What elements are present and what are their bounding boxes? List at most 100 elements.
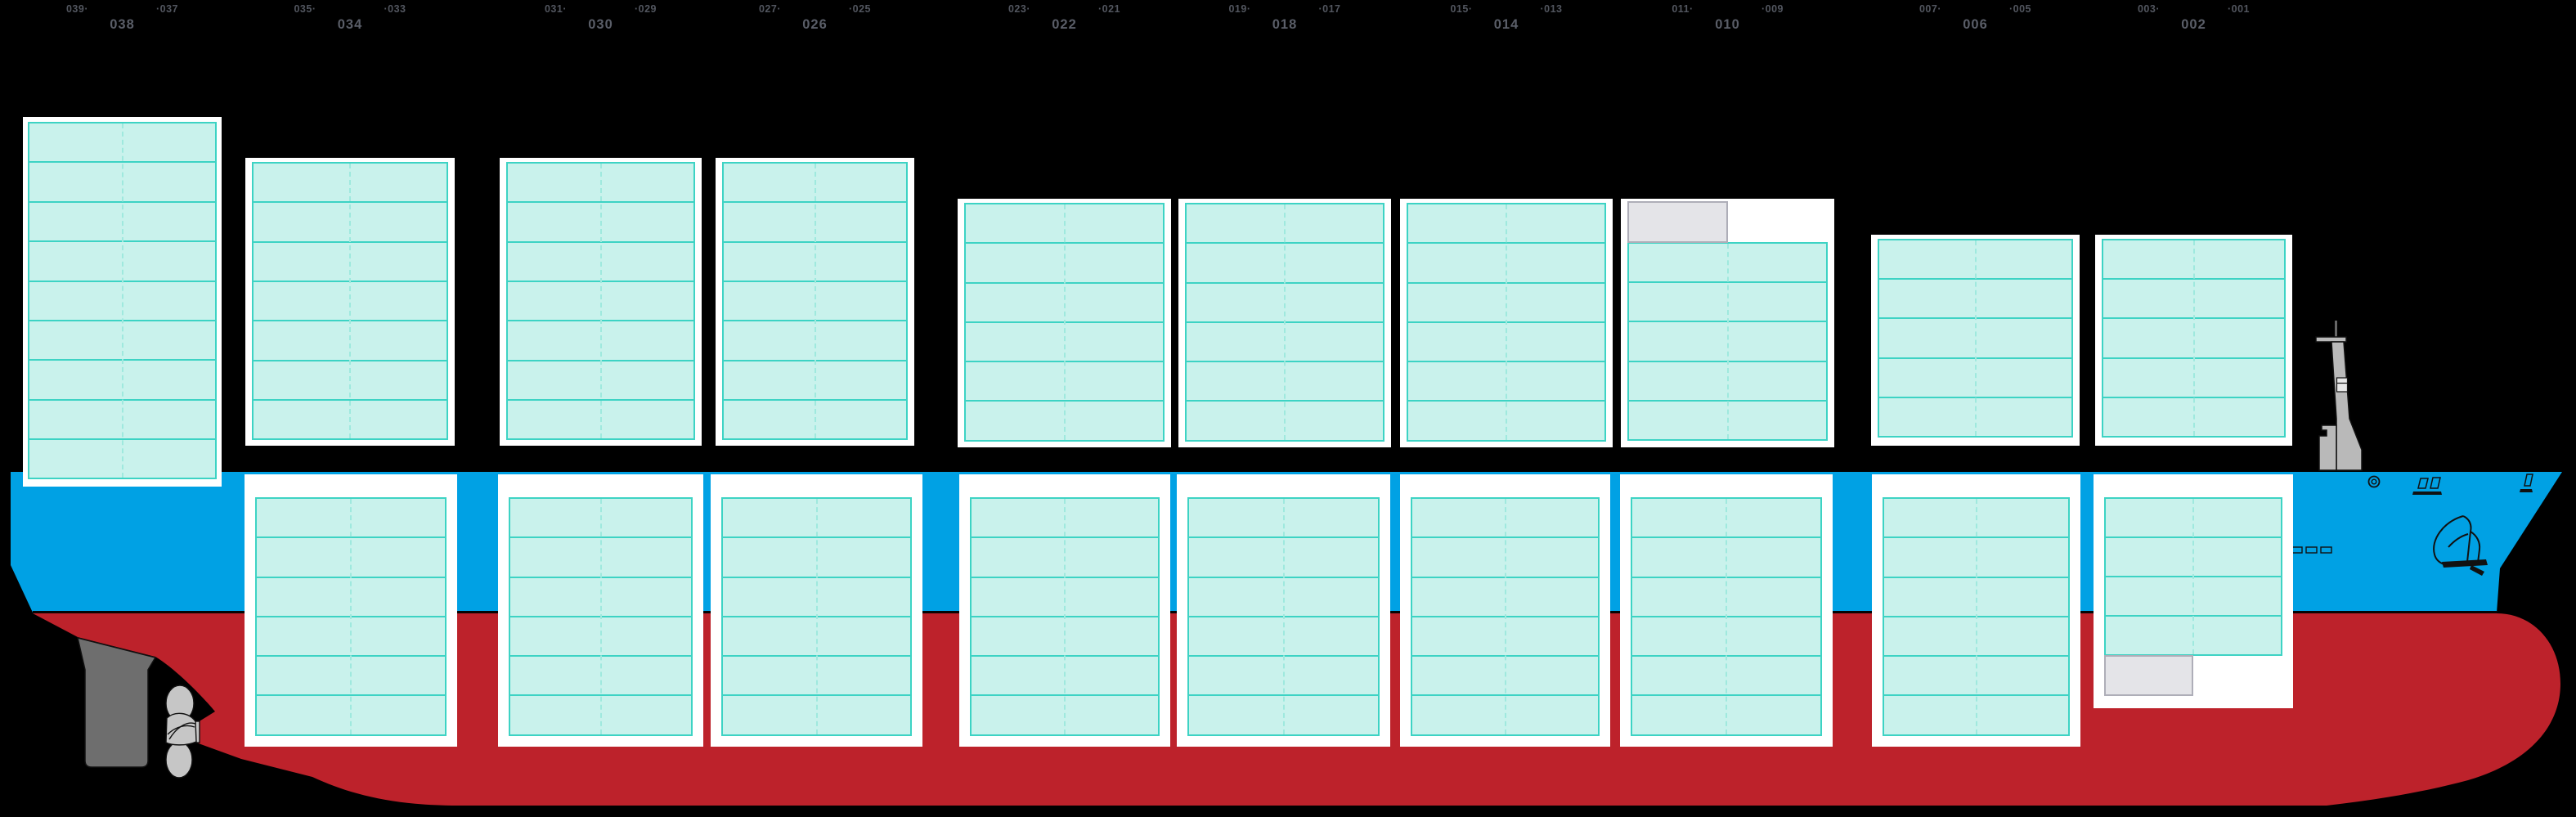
slot-row[interactable]: [723, 576, 910, 616]
slot-row[interactable]: [29, 438, 215, 478]
slot-row[interactable]: [29, 398, 215, 438]
slot-row[interactable]: [1879, 278, 2071, 318]
slot-row[interactable]: [1629, 321, 1826, 361]
slot-row[interactable]: [254, 320, 447, 360]
slot-row[interactable]: [510, 499, 691, 537]
slot-row[interactable]: [2106, 499, 2281, 537]
slot-row[interactable]: [1632, 536, 1820, 577]
slot-row[interactable]: [1884, 499, 2068, 537]
slot-row[interactable]: [1187, 242, 1383, 282]
slot-row[interactable]: [254, 398, 447, 439]
slot-row[interactable]: [1189, 499, 1378, 537]
slot-row[interactable]: [1629, 281, 1826, 321]
slot-row[interactable]: [966, 242, 1163, 282]
slot-row[interactable]: [1632, 655, 1820, 695]
slot-row[interactable]: [1632, 499, 1820, 537]
slot-row[interactable]: [29, 280, 215, 320]
occupied-container-slot[interactable]: [2104, 655, 2193, 697]
slot-row[interactable]: [1879, 317, 2071, 357]
slot-row[interactable]: [1408, 204, 1604, 243]
slot-row[interactable]: [2103, 317, 2284, 357]
slot-row[interactable]: [510, 694, 691, 734]
slot-row[interactable]: [2103, 278, 2284, 318]
slot-row[interactable]: [723, 536, 910, 577]
slot-row[interactable]: [1879, 357, 2071, 397]
slot-row[interactable]: [1187, 361, 1383, 401]
slot-row[interactable]: [2106, 576, 2281, 616]
slot-row[interactable]: [257, 576, 445, 616]
slot-row[interactable]: [508, 398, 693, 439]
slot-row[interactable]: [510, 576, 691, 616]
slot-row[interactable]: [723, 694, 910, 734]
slot-row[interactable]: [254, 164, 447, 202]
slot-row[interactable]: [972, 694, 1158, 734]
slot-row[interactable]: [1187, 321, 1383, 361]
slot-row[interactable]: [966, 204, 1163, 243]
slot-row[interactable]: [1884, 576, 2068, 616]
slot-row[interactable]: [1629, 244, 1826, 282]
slot-row[interactable]: [972, 655, 1158, 695]
slot-row[interactable]: [972, 615, 1158, 656]
slot-row[interactable]: [257, 694, 445, 734]
slot-row[interactable]: [1629, 360, 1826, 400]
slot-row[interactable]: [724, 398, 906, 439]
slot-row[interactable]: [1408, 400, 1604, 440]
slot-row[interactable]: [966, 361, 1163, 401]
slot-row[interactable]: [1879, 396, 2071, 437]
slot-row[interactable]: [2106, 615, 2281, 655]
slot-row[interactable]: [724, 240, 906, 281]
slot-row[interactable]: [1408, 242, 1604, 282]
slot-row[interactable]: [508, 280, 693, 321]
slot-row[interactable]: [724, 280, 906, 321]
slot-row[interactable]: [1884, 615, 2068, 656]
slot-row[interactable]: [966, 321, 1163, 361]
slot-row[interactable]: [1412, 655, 1598, 695]
slot-row[interactable]: [257, 536, 445, 577]
slot-row[interactable]: [257, 655, 445, 695]
slot-row[interactable]: [254, 280, 447, 321]
slot-row[interactable]: [724, 320, 906, 360]
slot-row[interactable]: [508, 240, 693, 281]
slot-row[interactable]: [508, 201, 693, 241]
slot-row[interactable]: [2106, 536, 2281, 577]
occupied-container-slot[interactable]: [1627, 201, 1728, 243]
slot-row[interactable]: [1187, 281, 1383, 321]
slot-row[interactable]: [257, 615, 445, 656]
slot-row[interactable]: [1629, 399, 1826, 440]
slot-row[interactable]: [972, 536, 1158, 577]
slot-row[interactable]: [1412, 694, 1598, 734]
slot-row[interactable]: [1187, 204, 1383, 243]
slot-row[interactable]: [29, 240, 215, 281]
slot-row[interactable]: [1884, 655, 2068, 695]
slot-row[interactable]: [508, 359, 693, 399]
slot-row[interactable]: [1632, 615, 1820, 656]
slot-row[interactable]: [29, 359, 215, 399]
slot-row[interactable]: [2103, 357, 2284, 397]
slot-row[interactable]: [29, 200, 215, 241]
slot-row[interactable]: [29, 319, 215, 360]
slot-row[interactable]: [29, 161, 215, 201]
slot-row[interactable]: [254, 240, 447, 281]
slot-row[interactable]: [966, 400, 1163, 440]
slot-row[interactable]: [1189, 615, 1378, 656]
slot-row[interactable]: [723, 499, 910, 537]
slot-row[interactable]: [966, 281, 1163, 321]
slot-row[interactable]: [972, 499, 1158, 537]
slot-row[interactable]: [1189, 694, 1378, 734]
slot-row[interactable]: [1412, 536, 1598, 577]
slot-row[interactable]: [1884, 694, 2068, 734]
slot-row[interactable]: [257, 499, 445, 537]
slot-row[interactable]: [724, 164, 906, 202]
slot-row[interactable]: [1632, 694, 1820, 734]
slot-row[interactable]: [1412, 615, 1598, 656]
slot-row[interactable]: [510, 655, 691, 695]
slot-row[interactable]: [2103, 396, 2284, 437]
slot-row[interactable]: [723, 615, 910, 656]
slot-row[interactable]: [1632, 576, 1820, 616]
slot-row[interactable]: [1189, 576, 1378, 616]
slot-row[interactable]: [1187, 400, 1383, 440]
slot-row[interactable]: [254, 359, 447, 399]
slot-row[interactable]: [1879, 240, 2071, 279]
slot-row[interactable]: [1408, 281, 1604, 321]
slot-row[interactable]: [510, 536, 691, 577]
